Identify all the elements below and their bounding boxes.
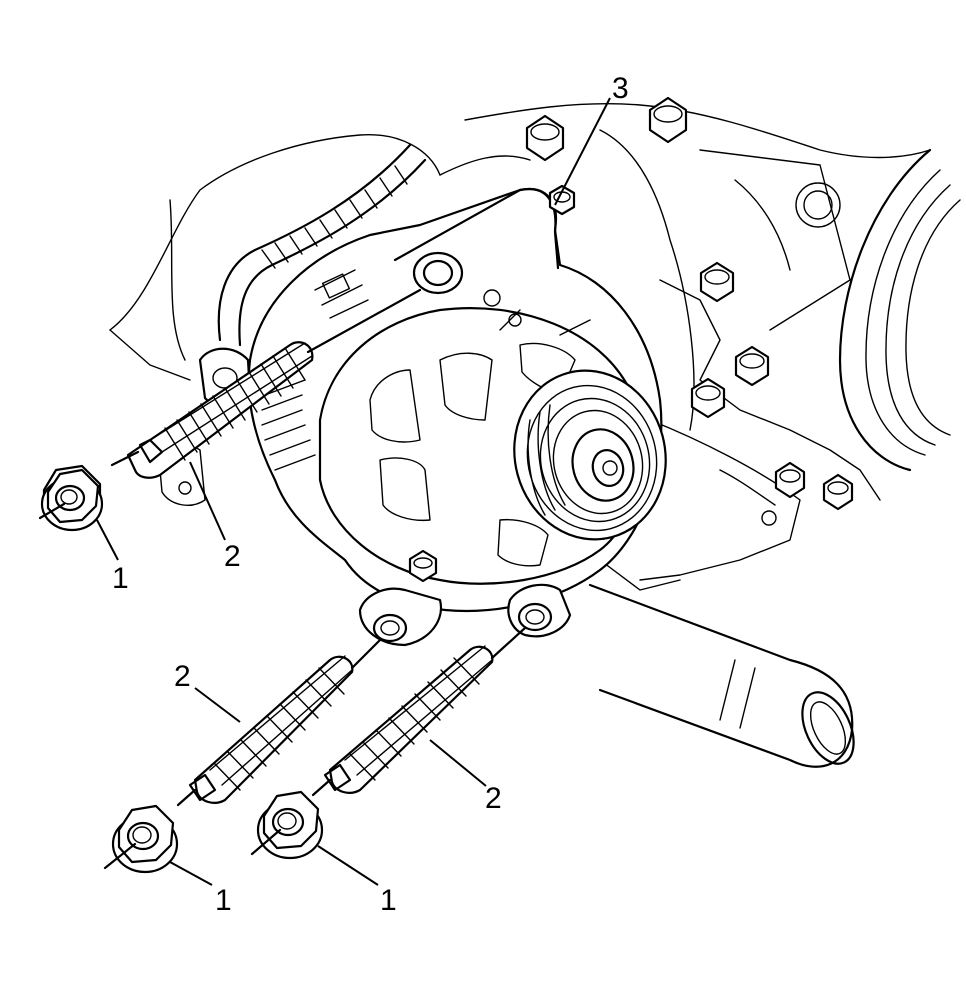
stud-upper xyxy=(110,288,422,479)
callout-label-nut-lower-left: 1 xyxy=(215,884,232,917)
callout-label-nut-lower-right: 1 xyxy=(380,884,397,917)
engine-block xyxy=(109,103,961,768)
bolt-head-icon xyxy=(525,114,565,162)
bolt-head-icon xyxy=(822,473,854,511)
callout-label-stud-upper: 2 xyxy=(224,540,241,573)
callout-label-nut-upper: 1 xyxy=(112,562,129,595)
callout-label-stud-lower-right: 2 xyxy=(485,782,502,815)
nut-lower-right xyxy=(250,790,324,860)
engine-bolts xyxy=(525,96,854,511)
stud-lower-right xyxy=(311,626,527,797)
stud-lower-left xyxy=(176,638,382,807)
bolt-head-icon xyxy=(548,184,576,216)
callout-label-generator: 3 xyxy=(612,72,629,105)
callout-leaders xyxy=(96,97,611,886)
nut-upper xyxy=(38,464,104,532)
bolt-head-icon xyxy=(648,96,688,144)
bolt-head-icon xyxy=(690,377,726,419)
generator xyxy=(159,184,667,647)
wiring-harness xyxy=(217,143,427,347)
pulley xyxy=(513,369,667,541)
bolt-head-icon xyxy=(699,261,735,303)
bolt-head-icon xyxy=(734,345,770,387)
nut-lower-left xyxy=(103,804,179,874)
callout-label-stud-lower-left: 2 xyxy=(174,660,191,693)
bolt-head-icon xyxy=(774,461,806,499)
bolt-head-icon xyxy=(408,549,438,583)
